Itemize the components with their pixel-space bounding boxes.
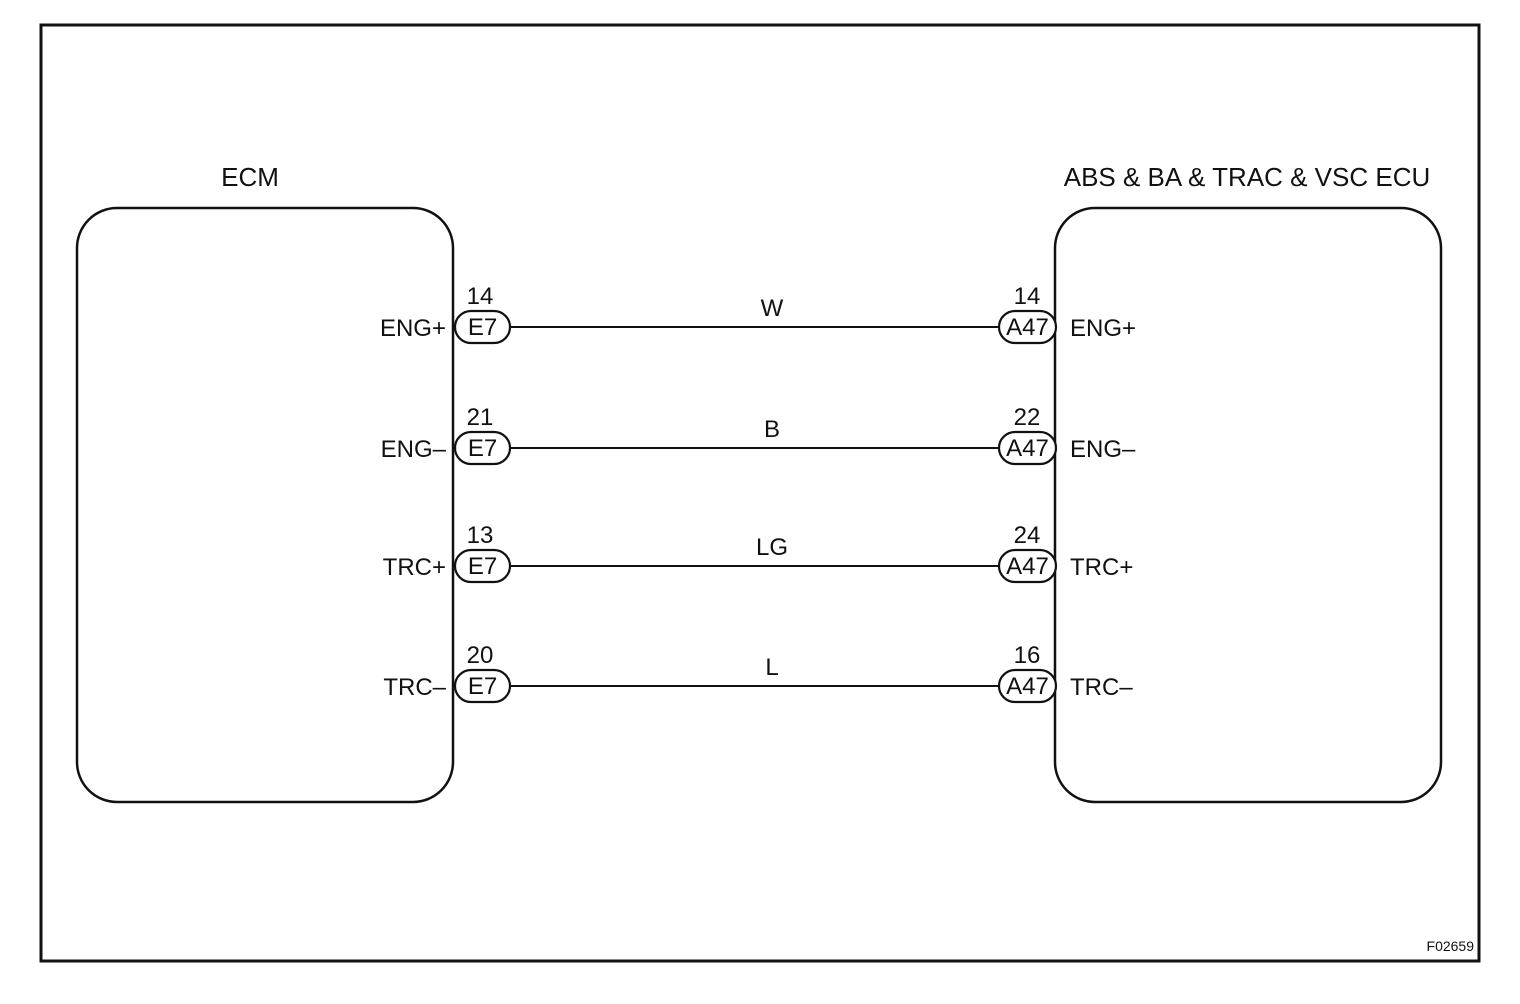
abs-pin-number: 22 [1014, 404, 1041, 431]
ecm-connector-label: E7 [468, 314, 497, 341]
ecm-connector-badge [453, 430, 512, 466]
abs-connector-badge [997, 309, 1058, 345]
abs-pin-number: 14 [1014, 283, 1041, 310]
abs-signal-name: TRC+ [1070, 554, 1133, 581]
ecm-pin-number: 21 [467, 404, 494, 431]
abs-signal-name: ENG– [1070, 436, 1136, 463]
ecm-connector-badge [453, 668, 512, 704]
ecm-signal-name: ENG+ [380, 315, 446, 342]
wire-color-code: W [761, 295, 784, 322]
ecm-signal-name: ENG– [381, 436, 447, 463]
ecm-connector-label: E7 [468, 673, 497, 700]
abs-ecu-title: ABS & BA & TRAC & VSC ECU [1064, 162, 1431, 192]
ecm-connector-label: E7 [468, 553, 497, 580]
abs-pin-number: 24 [1014, 522, 1041, 549]
wire-color-code: L [765, 654, 778, 681]
abs-connector-badge [997, 668, 1058, 704]
ecm-box [75, 206, 455, 804]
abs-signal-name: TRC– [1070, 674, 1133, 701]
abs-pin-number: 16 [1014, 642, 1041, 669]
abs-signal-name: ENG+ [1070, 315, 1136, 342]
abs-connector-label: A47 [1006, 673, 1049, 700]
ecm-connector-label: E7 [468, 435, 497, 462]
abs-ecu-box [1053, 206, 1443, 804]
ecm-signal-name: TRC– [383, 674, 446, 701]
wire-color-code: B [764, 416, 780, 443]
abs-connector-label: A47 [1006, 314, 1049, 341]
abs-connector-label: A47 [1006, 435, 1049, 462]
ecm-signal-name: TRC+ [383, 554, 446, 581]
ecm-pin-number: 20 [467, 642, 494, 669]
diagram-frame [39, 23, 1481, 963]
ecm-title: ECM [221, 162, 279, 192]
figure-id: F02659 [1427, 938, 1475, 954]
wire-color-code: LG [756, 534, 788, 561]
abs-connector-badge [997, 430, 1058, 466]
ecm-pin-number: 13 [467, 522, 494, 549]
ecm-connector-badge [453, 309, 512, 345]
ecm-pin-number: 14 [467, 283, 494, 310]
abs-connector-label: A47 [1006, 553, 1049, 580]
ecm-connector-badge [453, 548, 512, 584]
abs-connector-badge [997, 548, 1058, 584]
